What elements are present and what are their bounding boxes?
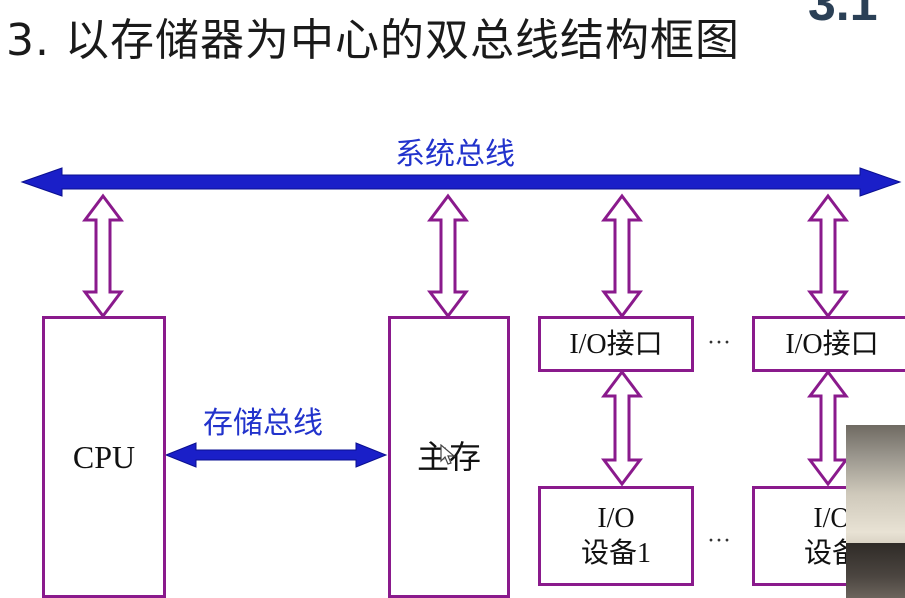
io-interface-1-bus-connector-arrow bbox=[601, 193, 643, 319]
storage-bus-label: 存储总线 bbox=[203, 406, 323, 441]
system-bus-arrow bbox=[20, 167, 902, 197]
devices-ellipsis: ··· bbox=[707, 528, 731, 554]
io-device-1-connector-arrow bbox=[601, 369, 643, 487]
interfaces-ellipsis: ··· bbox=[707, 330, 731, 356]
memory-bus-connector-arrow bbox=[427, 193, 469, 319]
io-device-1-line2: 设备1 bbox=[580, 538, 651, 569]
slide-title: 3. 以存储器为中心的双总线结构框图 bbox=[6, 15, 740, 66]
cursor-icon bbox=[440, 444, 456, 465]
cpu-box: CPU bbox=[42, 316, 166, 598]
io-device-2-line1: I/O bbox=[813, 503, 851, 534]
io-device-2-connector-arrow bbox=[807, 369, 849, 487]
io-device-1-box: I/O 设备1 bbox=[538, 486, 694, 586]
system-bus-label: 系统总线 bbox=[395, 137, 515, 172]
io-interface-2-box: I/O接口 bbox=[752, 316, 905, 372]
io-device-1-line1: I/O bbox=[597, 503, 635, 534]
section-number: 3.1 bbox=[808, 0, 878, 31]
cpu-bus-connector-arrow bbox=[82, 193, 124, 319]
io-interface-1-box: I/O接口 bbox=[538, 316, 694, 372]
io-interface-1-label: I/O接口 bbox=[569, 328, 663, 360]
webcam-overlay bbox=[846, 425, 905, 598]
io-interface-2-bus-connector-arrow bbox=[807, 193, 849, 319]
io-interface-2-label: I/O接口 bbox=[785, 328, 879, 360]
cpu-label: CPU bbox=[72, 438, 136, 475]
storage-bus-arrow bbox=[164, 442, 388, 468]
